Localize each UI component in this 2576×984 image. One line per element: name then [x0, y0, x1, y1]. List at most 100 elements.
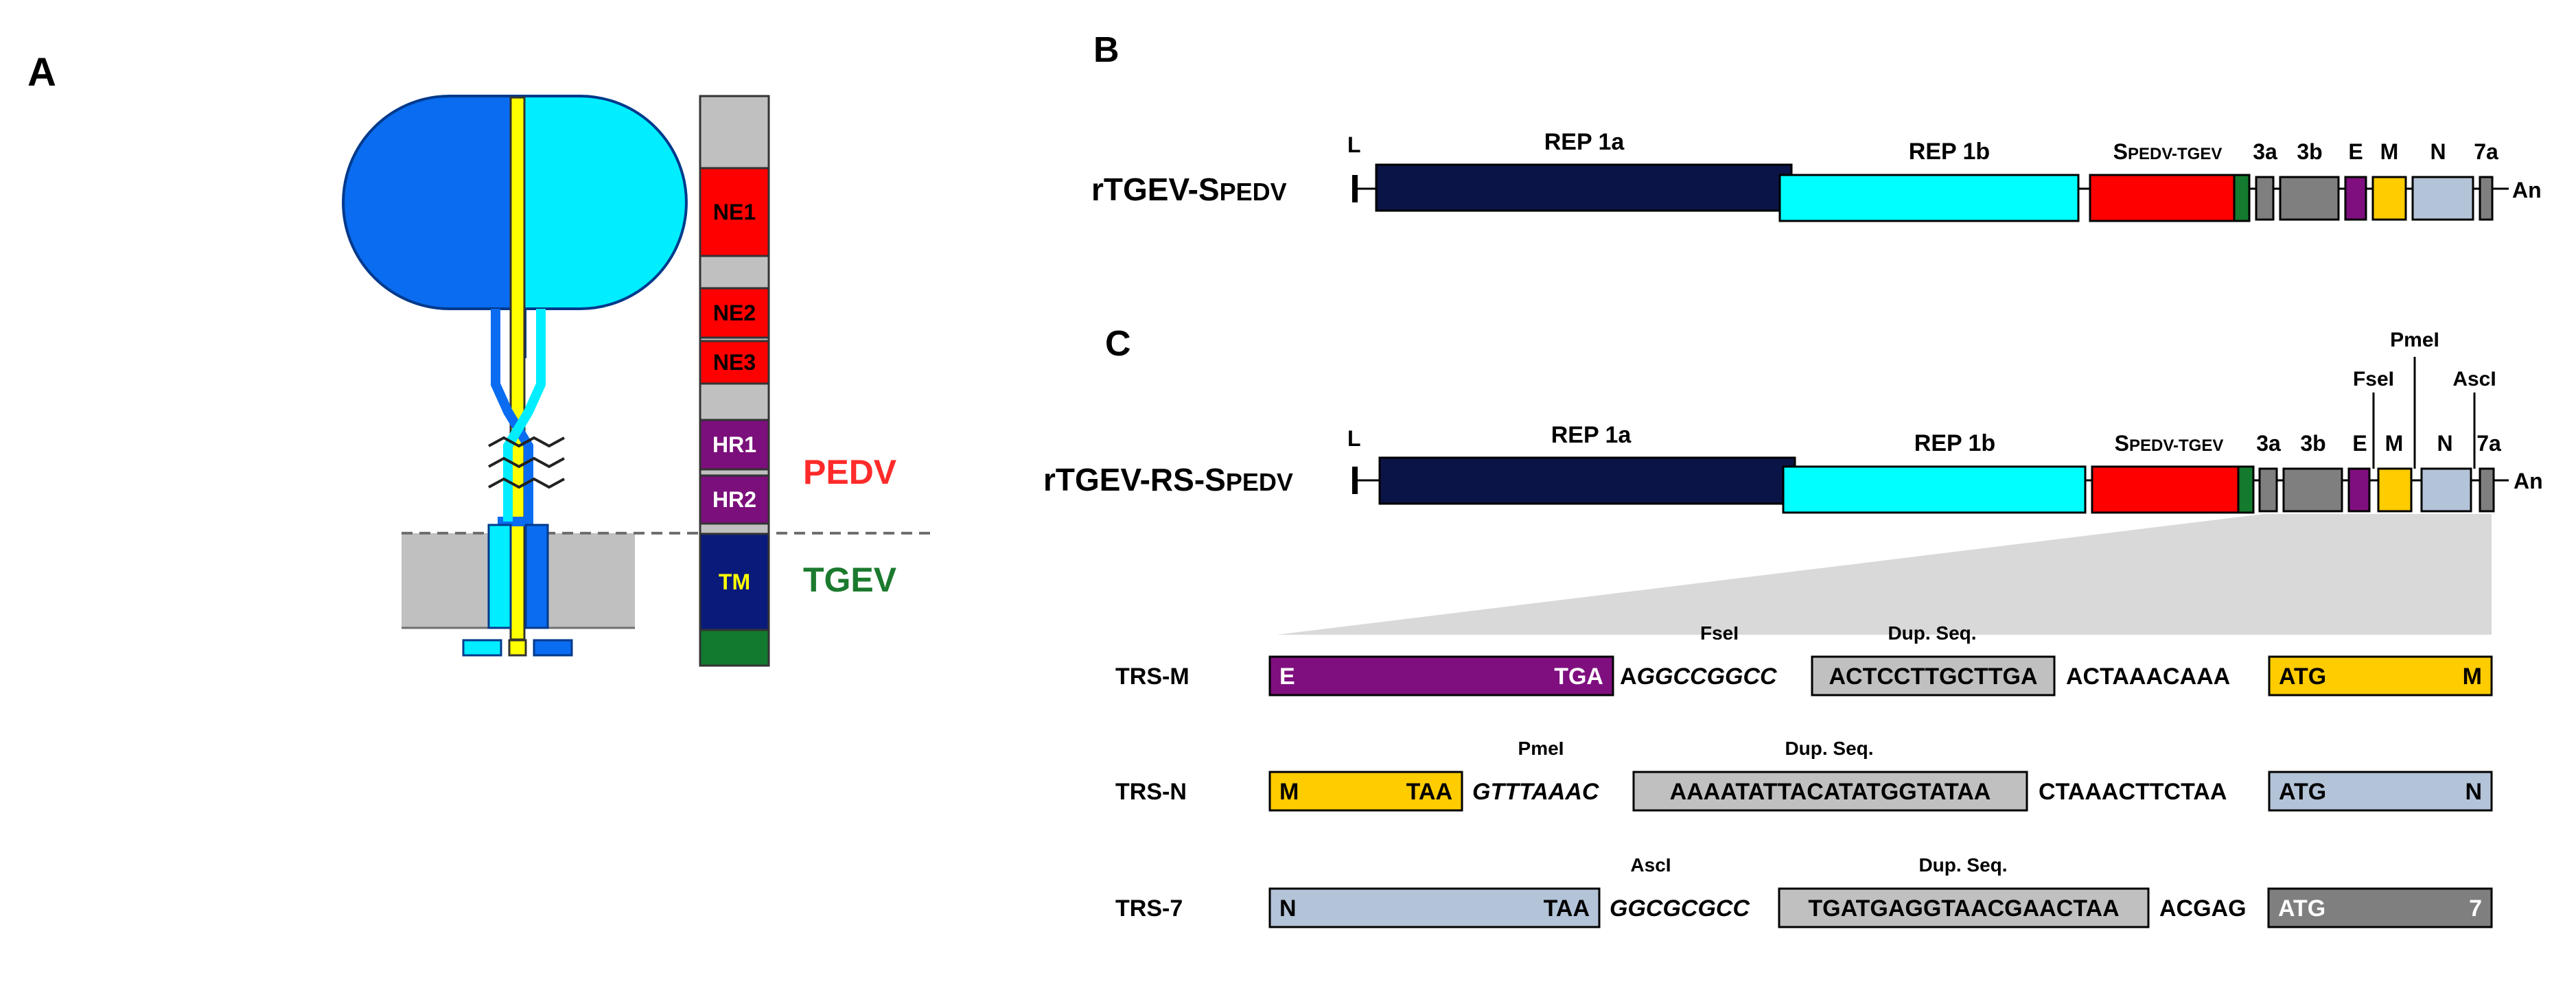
trs-1-right-gene-box	[2268, 655, 2493, 696]
domain-tm	[699, 532, 770, 631]
rep1a-label: REP 1a	[1544, 129, 1625, 155]
trs-3-start-codon: ATG	[2278, 895, 2325, 922]
rep1a-block	[1375, 163, 1793, 212]
gene-e-label-c: E	[2352, 431, 2367, 456]
domain-tm-label: TM	[719, 570, 750, 594]
gene-e	[2344, 176, 2367, 221]
tail-yellow	[508, 639, 527, 657]
polya-label: An	[2512, 178, 2542, 202]
spike-tgev-block-c	[2237, 465, 2255, 514]
domain-ne1	[699, 167, 770, 257]
leader-block-c	[1352, 467, 1358, 494]
rep1b-block	[1778, 174, 2080, 222]
construct-b: rTGEV-SPEDV L REP 1a REP 1b SPEDV-TGEV 3…	[1091, 129, 2542, 222]
rep1b-label: REP 1b	[1909, 139, 1990, 165]
rep1b-block-c	[1782, 465, 2087, 514]
trs-1-dup-seq: ACTCCTTGCTTGA	[1829, 664, 2037, 690]
domain-hr2	[699, 474, 770, 525]
trs-3-left-gene: N	[1279, 895, 1297, 922]
tm-segment-blue	[524, 524, 549, 629]
domain-tgev-green	[699, 629, 770, 667]
leader-label: L	[1347, 132, 1361, 157]
gene-3b-label-c: 3b	[2300, 431, 2325, 456]
gene-n	[2411, 176, 2474, 221]
stalk-cyan-right	[503, 309, 546, 522]
tm-segment-cyan	[487, 524, 512, 629]
spike-block	[2089, 174, 2236, 222]
trs-2-left-gene-box	[1268, 771, 1463, 812]
trs-3-site-label: AscI	[1630, 854, 1671, 876]
gene-e-c	[2347, 467, 2371, 513]
gene-7a	[2479, 176, 2494, 221]
gene-n-label-c: N	[2437, 431, 2452, 456]
domain-ne3-label: NE3	[713, 350, 756, 375]
trs-3-left-gene-box	[1268, 887, 1601, 928]
gene-3a	[2255, 176, 2275, 221]
rep1a-block-c	[1378, 456, 1796, 505]
trs-3-dup-label: Dup. Seq.	[1918, 854, 2007, 876]
trs-1-start-codon: ATG	[2279, 664, 2326, 690]
trs-2-dup-box	[1632, 771, 2028, 812]
spike-label-c: SPEDV-TGEV	[2115, 431, 2224, 456]
gene-7a-label: 7a	[2474, 139, 2498, 164]
trs-1-site-seq: AGGCCGGCC	[1620, 664, 1777, 690]
trs-1-left-gene: E	[1279, 664, 1295, 690]
gene-7a-c	[2479, 467, 2495, 513]
trs-3-spacer: ACGAG	[2159, 895, 2247, 922]
tail-cyan	[462, 639, 502, 657]
trs-3-right-gene-box	[2267, 887, 2493, 928]
gene-3b-c	[2282, 467, 2343, 513]
trs-1-site-label: FseI	[1700, 622, 1739, 644]
domain-ne2	[699, 287, 770, 339]
trs-1-site-lead: A	[1620, 664, 1637, 690]
panel-a-letter: A	[27, 50, 56, 95]
trs-3-site-core: GGCGCGCC	[1610, 895, 1750, 922]
trs-2-site-core: GTTTAAAC	[1472, 779, 1599, 805]
domain-ne3	[699, 340, 770, 385]
trs-2-spacer: CTAAACTTCTAA	[2039, 779, 2227, 805]
tail-blue	[533, 639, 573, 657]
coiled-coil	[488, 436, 565, 489]
gene-3a-c	[2258, 467, 2278, 513]
trs-2-dup-seq: AAAATATTACATATGGTATAA	[1670, 779, 1991, 805]
s1-head-left	[342, 95, 520, 358]
rep1a-label-c: REP 1a	[1551, 422, 1632, 448]
tgev-label: TGEV	[803, 561, 897, 599]
construct-c: rTGEV-RS-SPEDV L REP 1a REP 1b SPEDV-TGE…	[1043, 329, 2543, 635]
gene-3b	[2279, 176, 2340, 221]
trs-2-site-label: PmeI	[1518, 738, 1564, 759]
fsei-marker-label: FseI	[2353, 368, 2394, 390]
gene-e-label: E	[2348, 139, 2363, 164]
pmei-marker-label: PmeI	[2390, 329, 2439, 351]
trs-1-left-gene-box	[1268, 655, 1614, 696]
trs-3-site-seq: GGCGCGCC	[1610, 895, 1750, 922]
domain-ne2-label: NE2	[713, 301, 756, 325]
panel-b-letter: B	[1093, 30, 1119, 70]
panel-c-letter: C	[1105, 324, 1131, 364]
trs-2-site-seq: GTTTAAAC	[1472, 779, 1599, 805]
spike-label: SPEDV-TGEV	[2113, 139, 2223, 164]
trs-1-dup-label: Dup. Seq.	[1888, 622, 1976, 644]
spike-protein-cartoon	[342, 95, 937, 657]
spike-block-c	[2091, 465, 2240, 514]
trs-2-start-codon: ATG	[2279, 779, 2326, 805]
rep1b-label-c: REP 1b	[1914, 430, 1995, 456]
trs-2-dup-label: Dup. Seq.	[1785, 738, 1873, 759]
trs-2-name: TRS-N	[1115, 779, 1187, 805]
trs-2-stop-codon: TAA	[1406, 779, 1452, 805]
trs-1-name: TRS-M	[1115, 664, 1190, 690]
domain-hr1	[699, 419, 770, 471]
domain-hr1-label: HR1	[712, 432, 756, 457]
trs-2-right-gene: N	[2465, 779, 2482, 805]
stalk-yellow	[509, 96, 526, 641]
trs-1-dup-box	[1811, 655, 2056, 696]
gene-m-label-c: M	[2385, 431, 2404, 456]
gene-m	[2371, 176, 2407, 221]
domain-ne1-label: NE1	[713, 200, 756, 224]
trs-3-right-gene: 7	[2469, 895, 2482, 922]
construct-b-name: rTGEV-SPEDV	[1091, 172, 1287, 207]
trs-1-right-gene: M	[2463, 664, 2482, 690]
trs-3-dup-seq: TGATGAGGTAACGAACTAA	[1808, 895, 2119, 922]
s1-head-right	[517, 95, 688, 358]
